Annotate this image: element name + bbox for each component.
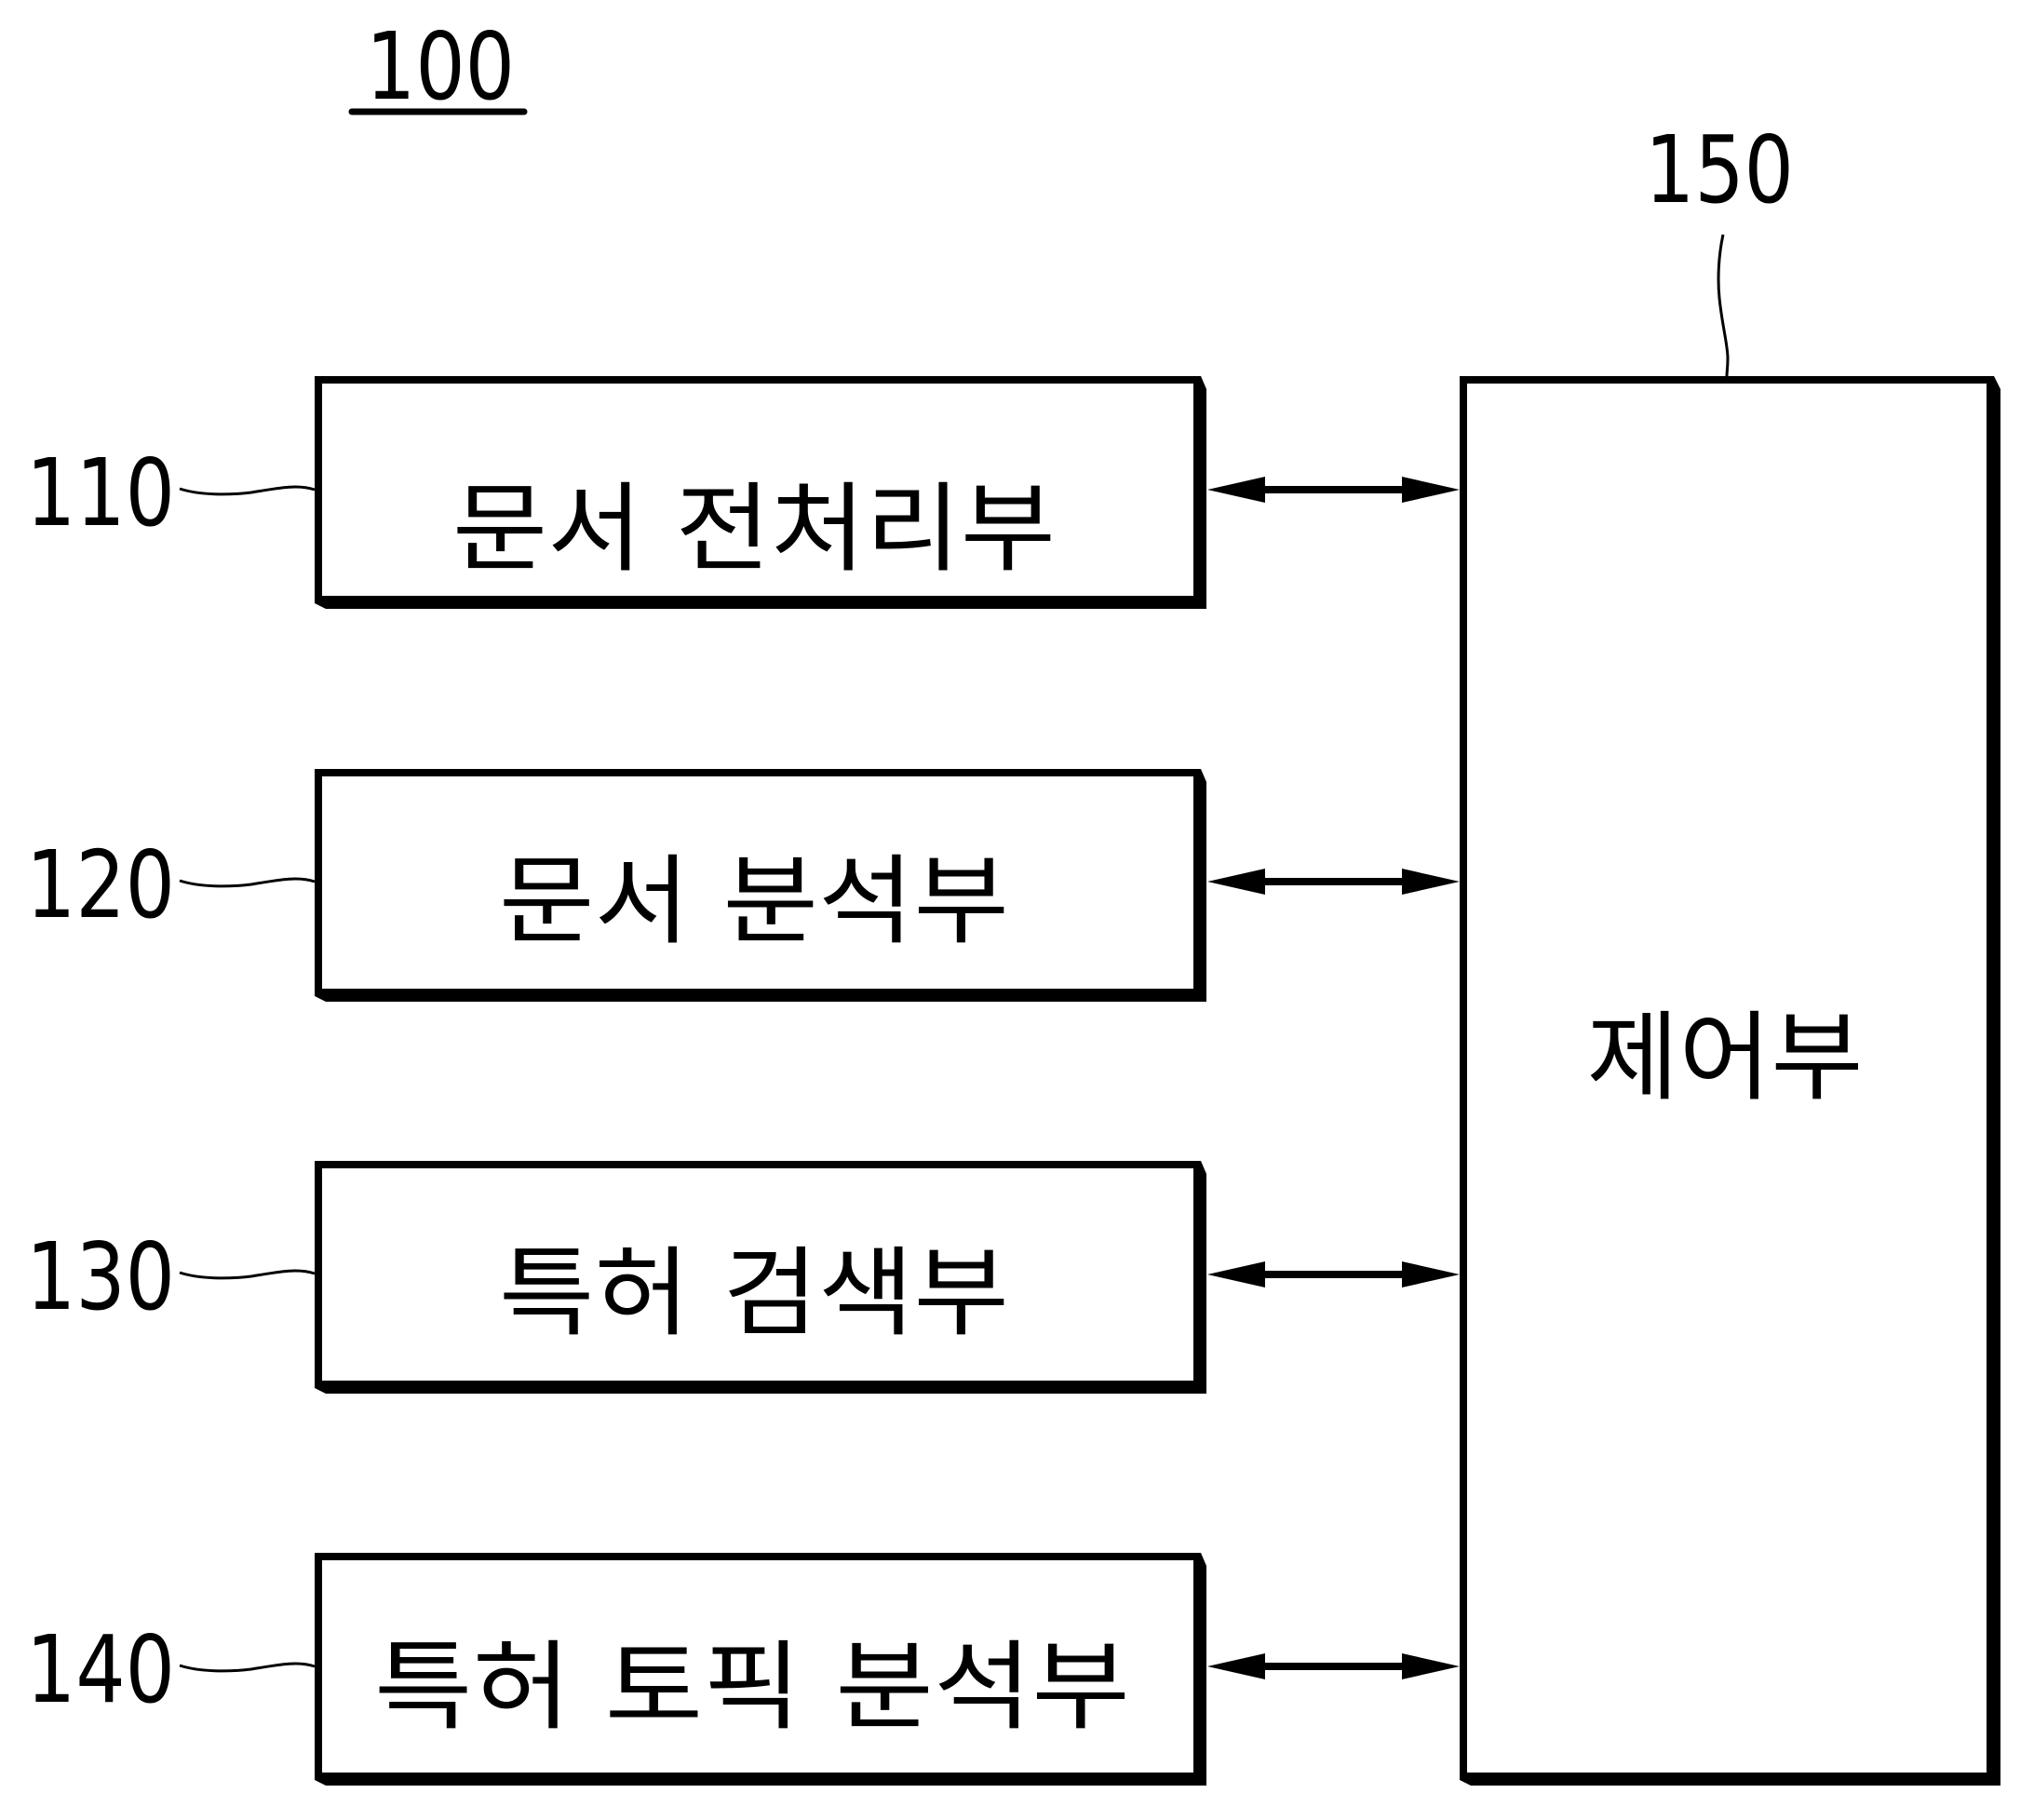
controller-ref-number: 150 (1645, 115, 1794, 224)
arrowhead-left-icon (1207, 1653, 1265, 1679)
arrowhead-left-icon (1207, 1261, 1265, 1287)
arrowhead-right-icon (1402, 1653, 1460, 1679)
block-110-label: 문서 전처리부 (452, 472, 1056, 586)
arrowhead-right-icon (1402, 1261, 1460, 1287)
block-110-ref-number: 110 (26, 438, 175, 547)
block-140: 140 특허 토픽 분석부 (26, 1553, 1206, 1786)
block-130: 130 특허 검색부 (26, 1161, 1206, 1394)
block-130-ref-number: 130 (26, 1222, 175, 1331)
figure-reference-number: 100 (366, 12, 515, 121)
block-110-box (318, 380, 1200, 602)
connection-140-150 (1207, 1653, 1460, 1679)
connection-130-150 (1207, 1261, 1460, 1287)
connection-120-150 (1207, 869, 1460, 895)
block-120: 120 문서 분석부 (26, 769, 1206, 1002)
arrowhead-right-icon (1402, 869, 1460, 895)
block-120-ref-number: 120 (26, 830, 175, 939)
connections (1207, 477, 1460, 1679)
controller-label: 제어부 (1587, 1001, 1864, 1114)
figure-reference: 100 (348, 12, 528, 121)
block-110: 110 문서 전처리부 (26, 376, 1206, 609)
controller-150: 150 제어부 (1460, 115, 2000, 1786)
block-140-leader-line (179, 1662, 316, 1673)
arrowhead-left-icon (1207, 869, 1265, 895)
arrowhead-right-icon (1402, 477, 1460, 503)
block-130-leader-line (179, 1269, 316, 1280)
arrowhead-left-icon (1207, 477, 1265, 503)
block-110-leader-line (179, 485, 316, 496)
block-140-label: 특허 토픽 분석부 (374, 1630, 1130, 1744)
block-120-leader-line (179, 877, 316, 888)
block-140-ref-number: 140 (26, 1615, 175, 1724)
block-130-label: 특허 검색부 (499, 1236, 1009, 1350)
connection-110-150 (1207, 477, 1460, 503)
controller-leader-line (1717, 234, 1730, 377)
block-120-label: 문서 분석부 (499, 844, 1009, 958)
